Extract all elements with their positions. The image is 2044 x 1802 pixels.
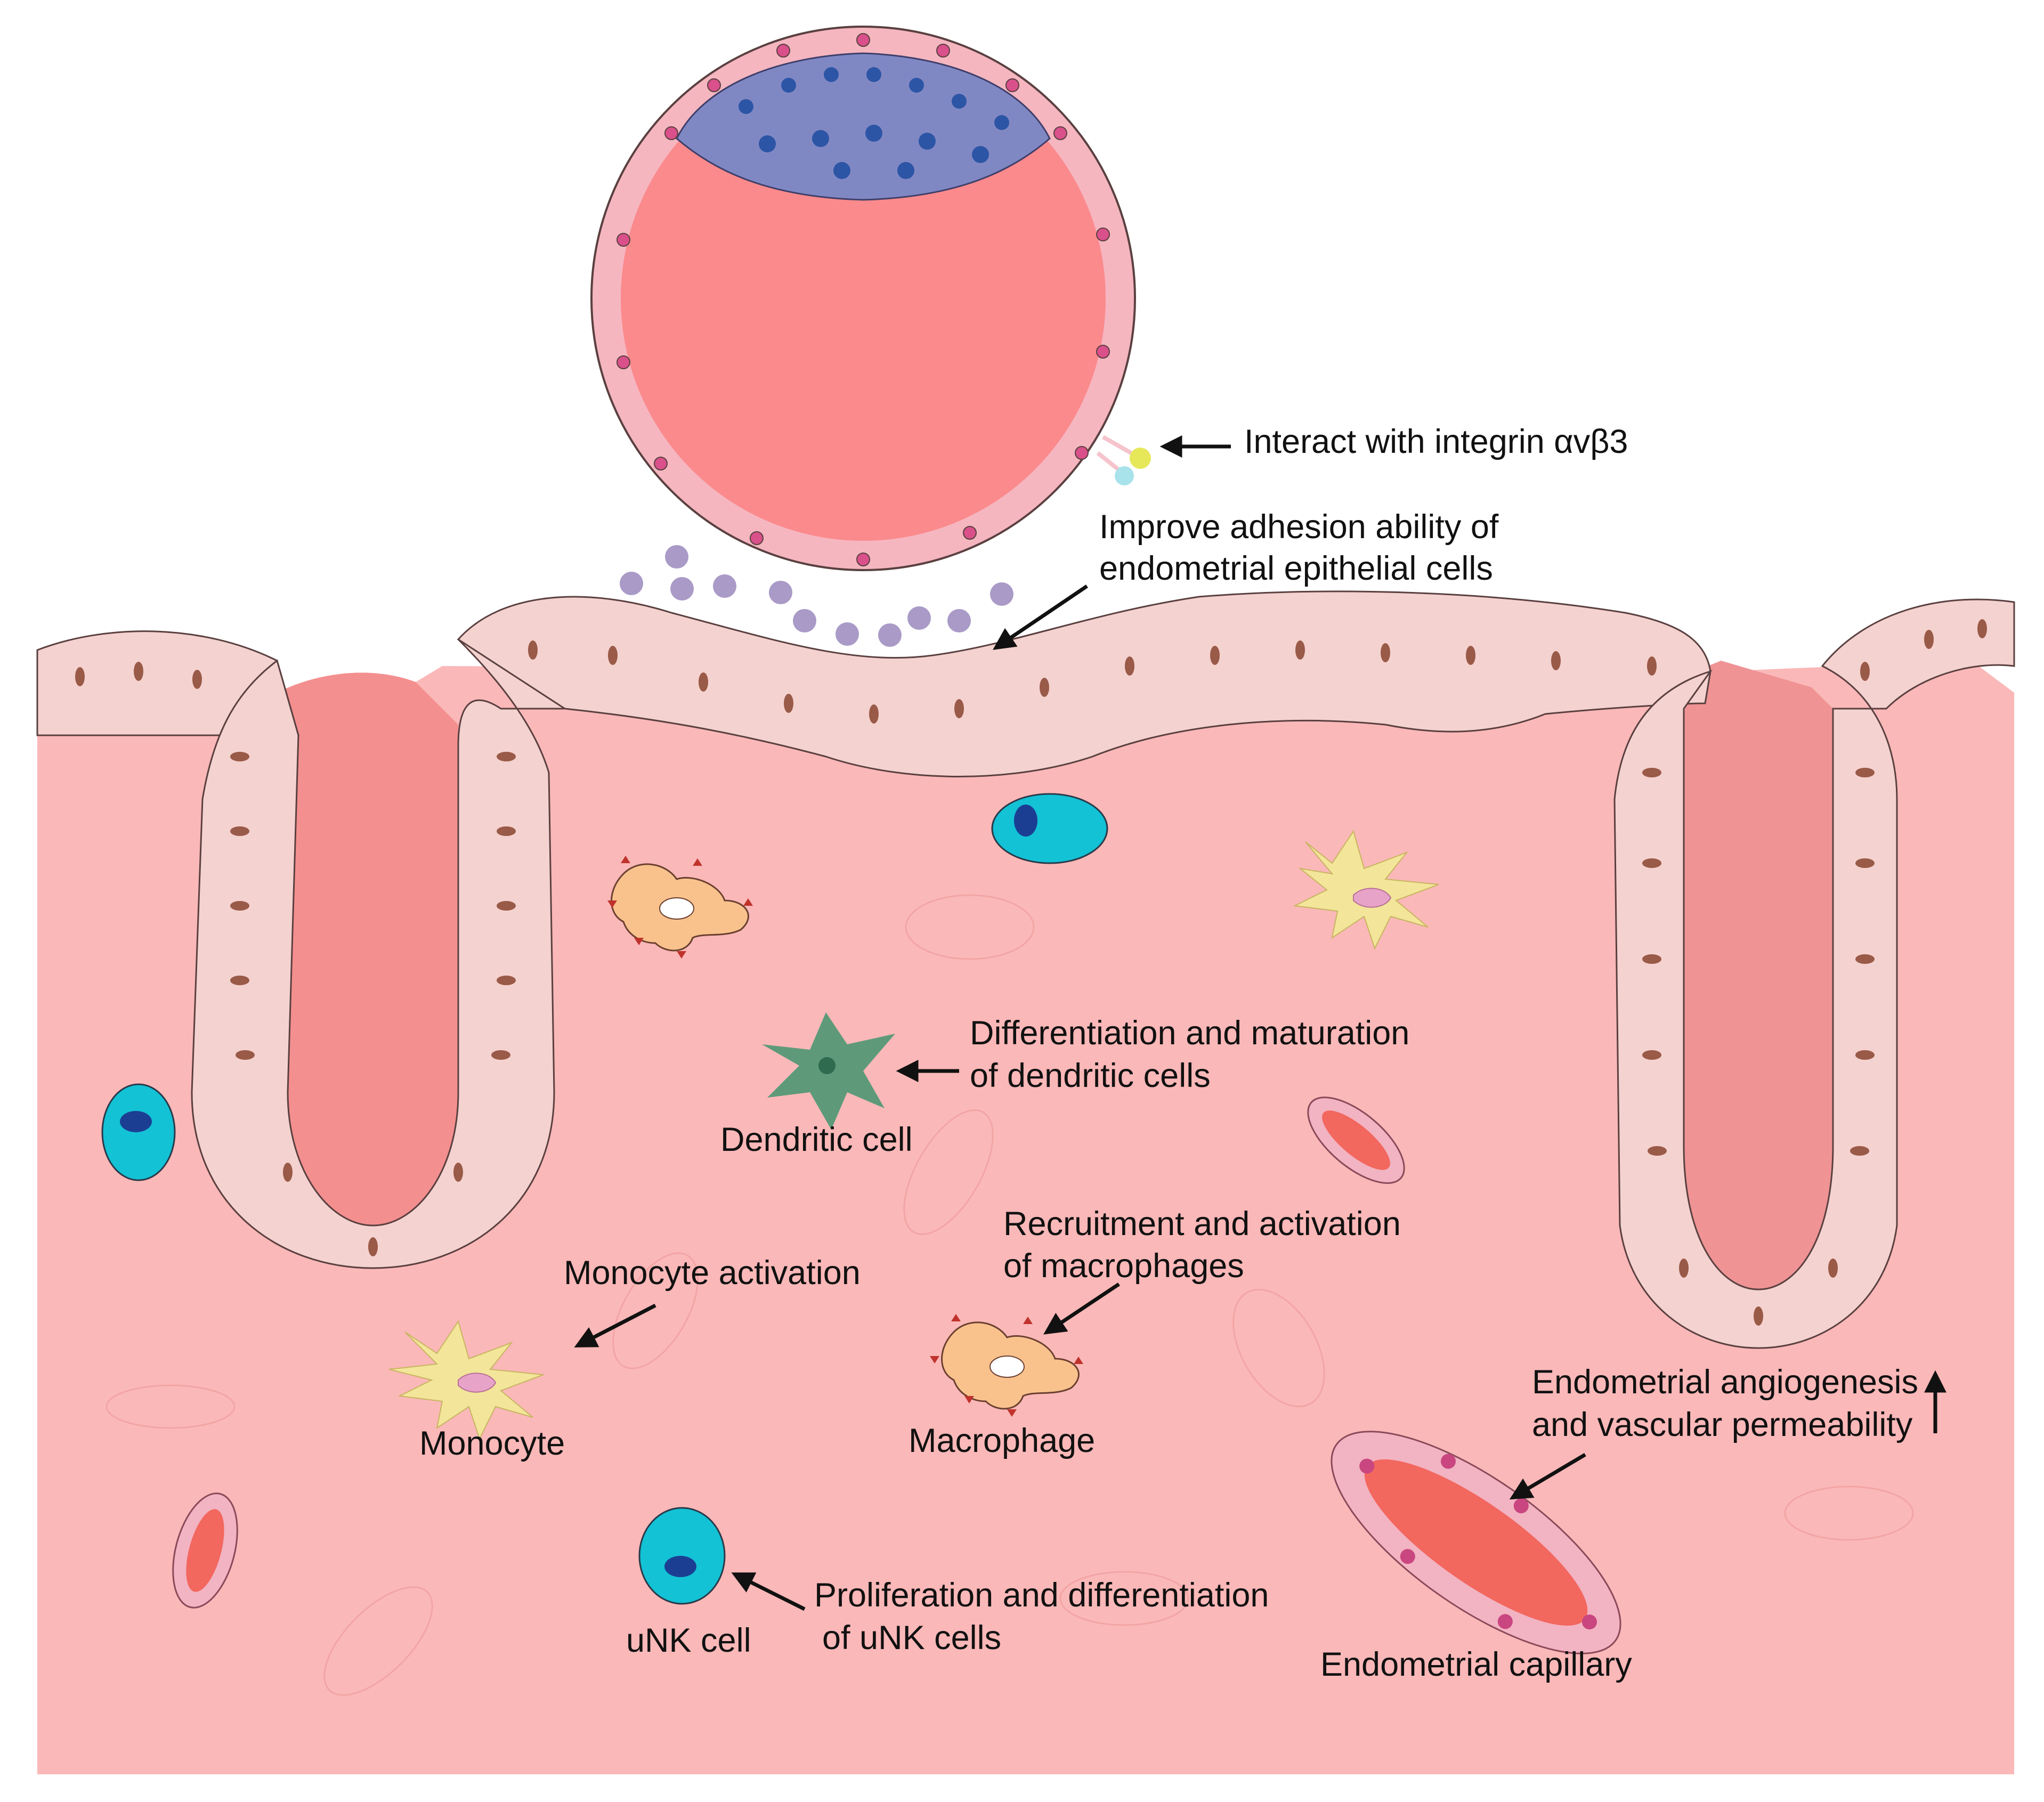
dendritic-effect-line2: of dendritic cells (970, 1057, 1211, 1094)
unk-cell-left (101, 1083, 176, 1181)
angiogenesis-line1: Endometrial angiogenesis (1532, 1363, 1918, 1401)
dendritic-effect-line1: Differentiation and maturation (970, 1014, 1409, 1052)
macrophage (930, 1314, 1083, 1417)
adhesion-label-line1: Improve adhesion ability of (1099, 508, 1499, 546)
endometrial-capillary (1331, 1431, 1621, 1654)
monocyte-effect-label: Monocyte activation (564, 1254, 861, 1292)
angiogenesis-line2: and vascular permeability (1532, 1406, 1913, 1443)
macrophage-top (607, 856, 753, 959)
annotation-arrows (574, 435, 1946, 1611)
dendritic-cell-label: Dendritic cell (720, 1121, 913, 1158)
adhesion-arrow (993, 585, 1088, 650)
blastocyst (590, 26, 1136, 571)
monocyte-arrow (574, 1303, 656, 1348)
integrin-label: Interact with integrin αvβ3 (1244, 423, 1628, 460)
macrophage-arrow (1043, 1282, 1120, 1335)
capillary-arrow (1509, 1452, 1586, 1500)
stromal-cell-faint (612, 1252, 699, 1369)
integrin-yellow-subunit (1130, 448, 1151, 469)
left-gland-lumen (277, 672, 458, 1225)
epithelial-nuclei (75, 619, 1987, 1326)
capillary-small-left (172, 1492, 238, 1609)
unk-cell (638, 1507, 726, 1605)
stromal-cell-faint (106, 1384, 236, 1429)
epithelium-surface-implantation-site (457, 590, 1712, 777)
macrophage-effect-line2: of macrophages (1003, 1247, 1244, 1285)
adhesion-label-line2: endometrial epithelial cells (1099, 550, 1493, 587)
epithelium-left-gland-wall (191, 606, 673, 1269)
stromal-cell-faint (323, 1586, 433, 1696)
stromal-cell-faint (1059, 1571, 1189, 1626)
macrophage-label: Macrophage (909, 1422, 1095, 1459)
inner-cell-mass (676, 52, 1051, 201)
unk-cell-label: uNK cell (626, 1622, 751, 1659)
unk-effect-line2: of uNK cells (822, 1619, 1001, 1657)
monocyte (388, 1320, 544, 1440)
endometrial-epithelium (36, 590, 2015, 1349)
monocyte-label: Monocyte (419, 1425, 565, 1462)
stromal-cell-faint (903, 1109, 994, 1236)
integrin-interaction (1096, 435, 1151, 485)
macrophage-effect-line1: Recruitment and activation (1003, 1205, 1401, 1243)
secreted-factors (620, 545, 1013, 647)
stromal-cell-faint (1784, 1486, 1914, 1541)
stromal-cell-faint (905, 894, 1035, 960)
monocyte-top (1293, 830, 1439, 950)
capillary-small-right (1307, 1097, 1405, 1184)
unk-effect-line1: Proliferation and differentiation (814, 1577, 1269, 1614)
integrin-blue-subunit (1115, 466, 1134, 485)
unk-arrow (731, 1572, 806, 1611)
epithelium-right-gland-wall (1613, 598, 2015, 1349)
stromal-cell-faint (1232, 1288, 1325, 1408)
dendritic-cell (762, 1012, 895, 1130)
text-labels: Interact with integrin αvβ3 Improve adhe… (419, 423, 1918, 1683)
right-gland-lumen (1684, 661, 1833, 1289)
unk-cell-top (991, 793, 1108, 864)
capillary-label: Endometrial capillary (1320, 1646, 1632, 1683)
icm-nuclei (739, 67, 1009, 179)
trophoblast-nuclei (617, 33, 1110, 566)
